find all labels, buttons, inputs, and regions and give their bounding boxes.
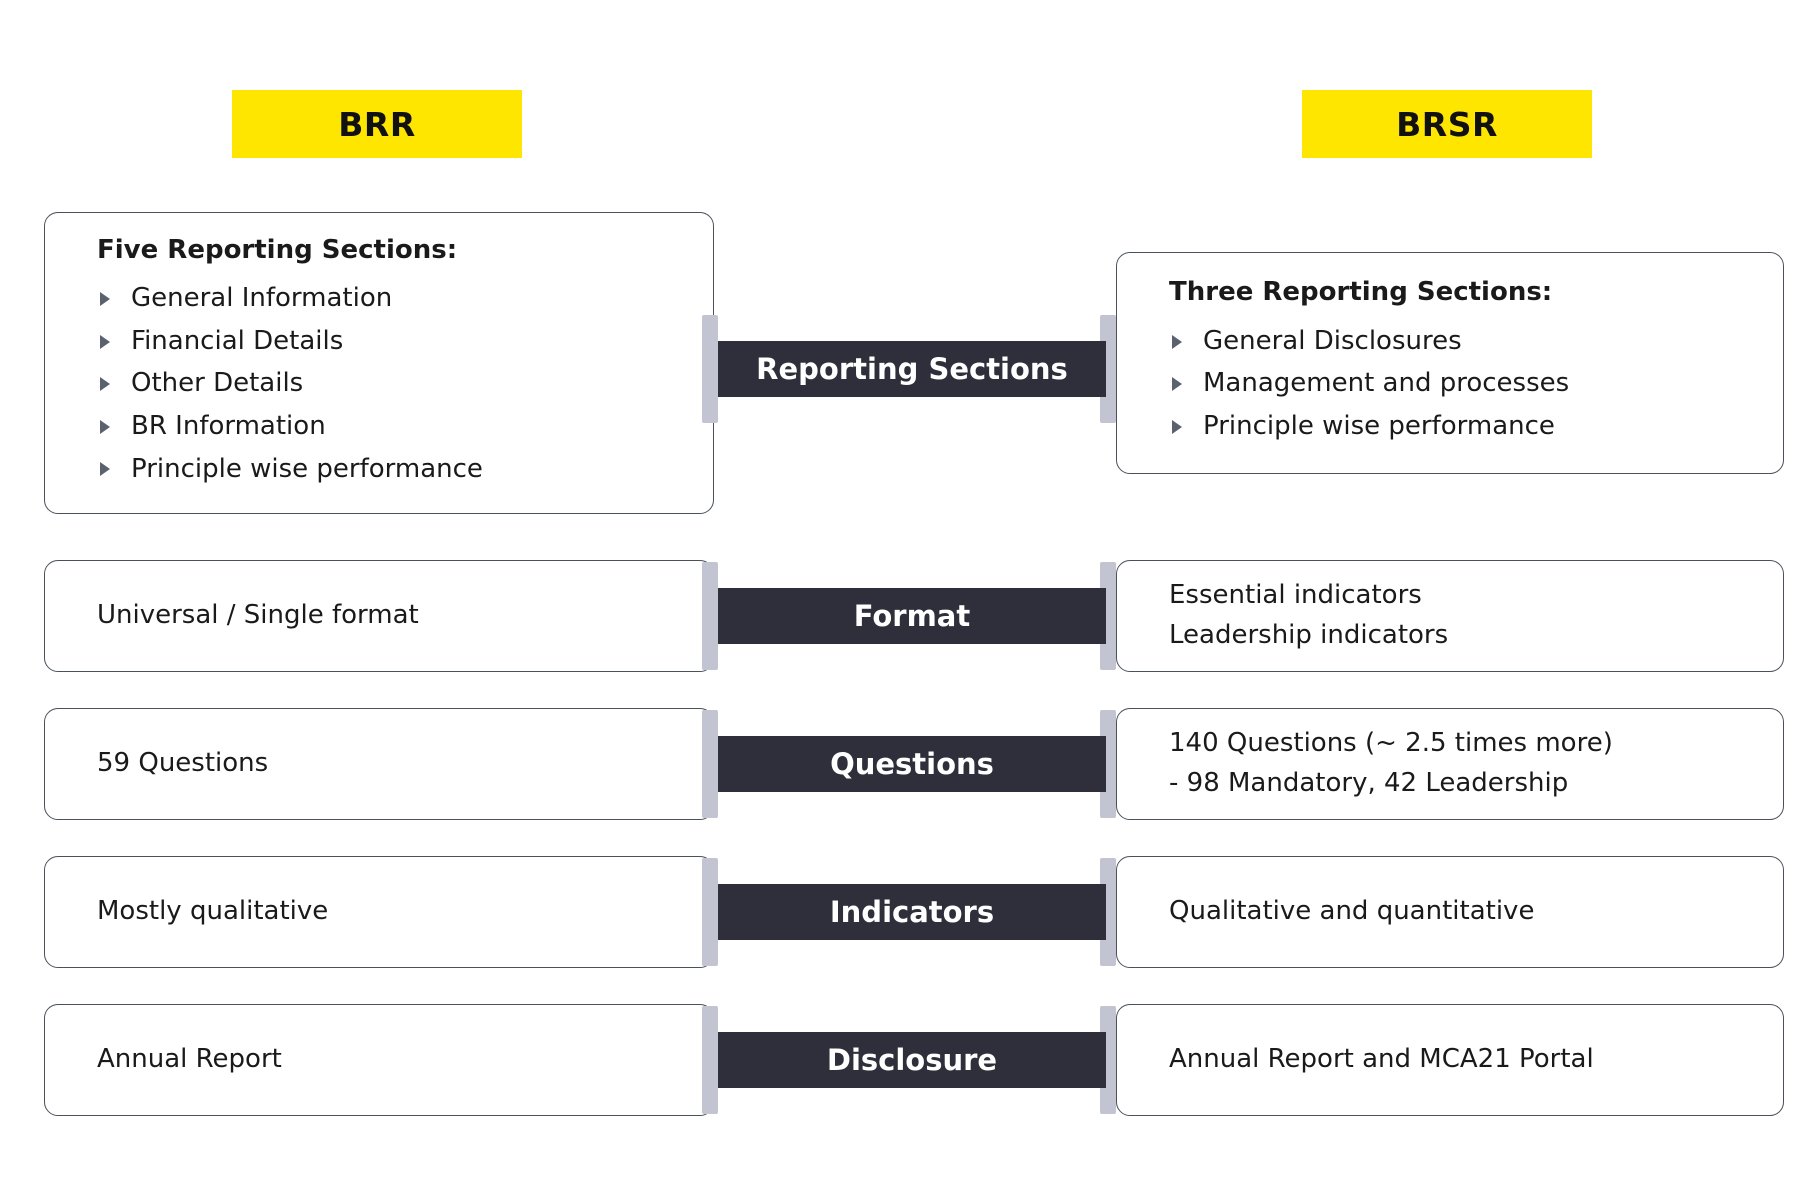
card-text-line: 59 Questions: [97, 748, 269, 779]
card-text-line: - 98 Mandatory, 42 Leadership: [1169, 768, 1569, 798]
triangle-bullet-icon: [100, 377, 110, 392]
brr-card-0: Five Reporting Sections: General Informat…: [44, 212, 714, 514]
brsr-card-2: 140 Questions (~ 2.5 times more) - 98 Man…: [1116, 708, 1784, 820]
column-header-brr: BRR: [232, 90, 522, 158]
list-item: Other Details: [97, 364, 663, 404]
list-item-label: Principle wise performance: [1203, 411, 1555, 441]
brsr-card-3: Qualitative and quantitative: [1116, 856, 1784, 968]
connector-nub-left: [702, 710, 718, 818]
triangle-bullet-icon: [100, 334, 110, 349]
brr-card-2: 59 Questions: [44, 708, 714, 820]
triangle-bullet-icon: [100, 292, 110, 307]
card-title: Five Reporting Sections:: [97, 234, 458, 265]
list-item-label: BR Information: [131, 411, 326, 441]
list-item-label: Financial Details: [131, 325, 344, 356]
row-label-indicators: Indicators: [718, 884, 1106, 940]
triangle-bullet-icon: [100, 419, 110, 434]
list-item-label: Management and processes: [1203, 368, 1570, 399]
list-item: General Disclosures: [1169, 322, 1733, 362]
column-header-brsr: BRSR: [1302, 90, 1592, 158]
list-item-label: Other Details: [131, 368, 304, 399]
card-text-line: Mostly qualitative: [97, 896, 329, 927]
brsr-card-0: Three Reporting Sections: General Disclos…: [1116, 252, 1784, 474]
row-label-questions: Questions: [718, 736, 1106, 792]
list-item: General Information: [97, 279, 663, 319]
list-item-label: General Disclosures: [1203, 325, 1462, 356]
connector-nub-left: [702, 315, 718, 423]
list-item: BR Information: [97, 407, 663, 447]
card-text-line: Essential indicators: [1169, 580, 1422, 611]
list-item: Management and processes: [1169, 364, 1733, 404]
brr-card-4: Annual Report: [44, 1004, 714, 1116]
card-text-line: Qualitative and quantitative: [1169, 896, 1535, 927]
row-label-format: Format: [718, 588, 1106, 644]
connector-nub-left: [702, 562, 718, 670]
card-title: Three Reporting Sections:: [1169, 277, 1553, 308]
card-text-line: Leadership indicators: [1169, 620, 1449, 650]
triangle-bullet-icon: [1172, 334, 1182, 349]
connector-nub-left: [702, 1006, 718, 1114]
connector-nub-left: [702, 858, 718, 966]
list-item: Financial Details: [97, 322, 663, 362]
triangle-bullet-icon: [1172, 377, 1182, 392]
list-item-label: Principle wise performance: [131, 453, 483, 484]
brsr-card-4: Annual Report and MCA21 Portal: [1116, 1004, 1784, 1116]
list-item-label: General Information: [131, 283, 393, 314]
row-label-disclosure: Disclosure: [718, 1032, 1106, 1088]
card-text-line: Annual Report and MCA21 Portal: [1169, 1044, 1594, 1075]
triangle-bullet-icon: [1172, 419, 1182, 434]
list-item: Principle wise performance: [1169, 407, 1733, 447]
card-text-line: Annual Report: [97, 1044, 282, 1075]
triangle-bullet-icon: [100, 462, 110, 477]
row-label-reporting-sections: Reporting Sections: [718, 341, 1106, 397]
card-text-line: 140 Questions (~ 2.5 times more): [1169, 728, 1613, 759]
brr-card-3: Mostly qualitative: [44, 856, 714, 968]
brr-card-1: Universal / Single format: [44, 560, 714, 672]
card-text-line: Universal / Single format: [97, 600, 419, 631]
list-item: Principle wise performance: [97, 450, 663, 490]
